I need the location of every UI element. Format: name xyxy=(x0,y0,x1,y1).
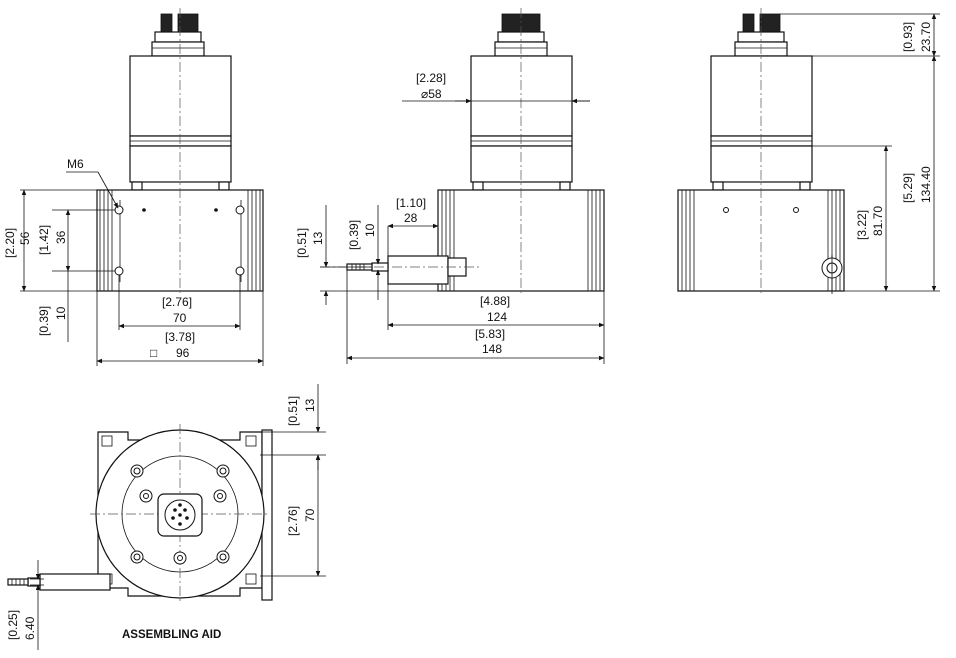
dim-base-width-in: [3.78] xyxy=(165,330,195,344)
dim-hole-spacing-in: [2.76] xyxy=(162,295,192,309)
dim-hole-height-in: [1.42] xyxy=(37,225,51,255)
dim-slot-offset-in: [0.51] xyxy=(286,396,300,426)
base-flange-right xyxy=(677,189,845,292)
dim-length-148-in: [5.83] xyxy=(475,327,505,341)
dim-slot-offset-mm: 13 xyxy=(303,398,317,412)
dim-cable-length-in: [1.10] xyxy=(396,196,426,210)
dim-length-148-mm: 148 xyxy=(482,342,502,356)
dim-connector-height-mm: 23.70 xyxy=(919,22,933,52)
dim-cable-height-in: [0.39] xyxy=(347,220,361,250)
dim-total-height-in: [5.29] xyxy=(901,173,915,203)
dim-bottom-offset-mm: 10 xyxy=(54,306,68,320)
cable-outlet-side xyxy=(320,255,480,285)
m6-hole-top-left xyxy=(114,205,124,215)
dim-height-total-in: [2.20] xyxy=(3,228,17,258)
connector-front xyxy=(151,13,205,57)
dim-bottom-offset-in: [0.39] xyxy=(37,306,51,336)
dim-length-124-in: [4.88] xyxy=(480,294,510,308)
dim-slot-spacing-in: [2.76] xyxy=(286,506,300,536)
dim-cable-offset-mm: 13 xyxy=(311,231,325,245)
dim-cable-offset-in: [0.51] xyxy=(295,228,309,258)
right-view: [0.93] 23.70 [5.29] 134.40 [3.22] 81.70 xyxy=(677,8,940,296)
dim-total-height-mm: 134.40 xyxy=(919,166,933,203)
encoder-housing-right xyxy=(710,55,813,137)
dim-height-total-mm: 56 xyxy=(18,231,32,245)
encoder-housing-front xyxy=(129,55,232,137)
dim-body-height-in: [3.22] xyxy=(855,210,869,240)
encoder-housing-side xyxy=(470,55,573,137)
m6-label: M6 xyxy=(67,157,84,171)
dim-cable-height-mm: 10 xyxy=(363,223,377,237)
dim-base-width-mm: 96 xyxy=(176,346,190,360)
dim-length-124-mm: 124 xyxy=(487,310,507,324)
dim-cable-diameter-in: [0.25] xyxy=(6,610,20,640)
side-view: [2.28] ⌀58 [0.51] 13 [0.39] 10 [1.10] 28… xyxy=(295,8,605,364)
m6-hole-top-right xyxy=(235,205,245,215)
dim-diameter-mm: ⌀58 xyxy=(421,87,442,101)
m6-hole-bottom-left xyxy=(114,266,124,276)
dim-connector-height-in: [0.93] xyxy=(901,22,915,52)
square-symbol: □ xyxy=(150,346,157,360)
dim-slot-spacing-mm: 70 xyxy=(303,508,317,522)
bottom-view: [0.51] 13 [2.76] 70 [0.25] 6.40 ASSEMBLI… xyxy=(6,384,326,650)
dim-hole-height-mm: 36 xyxy=(54,230,68,244)
m6-hole-bottom-right xyxy=(235,266,245,276)
assembling-aid-caption: ASSEMBLING AID xyxy=(122,629,221,641)
base-flange-front xyxy=(96,189,264,292)
dim-cable-length-mm: 28 xyxy=(404,211,418,225)
dim-cable-diameter-mm: 6.40 xyxy=(23,616,37,640)
cable-outlet-bottom xyxy=(7,573,111,591)
dim-diameter-in: [2.28] xyxy=(416,71,446,85)
dim-body-height-mm: 81.70 xyxy=(871,206,885,236)
dim-hole-spacing-mm: 70 xyxy=(173,311,187,325)
front-view: M6 [2.20] 56 [1.42] 36 [0.39] 10 [2.76] … xyxy=(3,8,264,366)
